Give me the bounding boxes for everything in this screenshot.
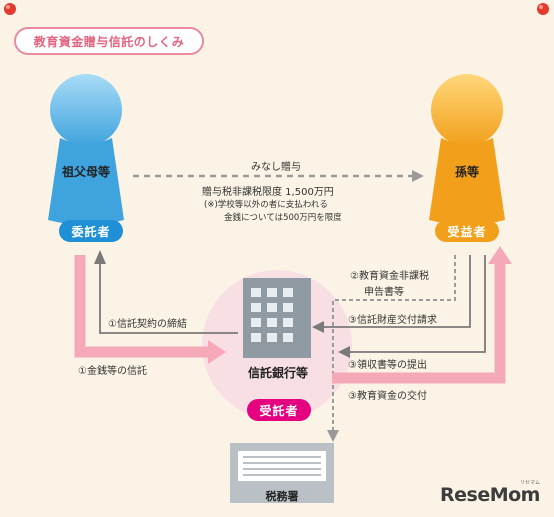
receipt-label: ③領収書等の提出 [348,360,427,371]
pin-left-icon [4,3,16,15]
gift-label: みなし贈与 [251,162,301,173]
declaration-label-2: 申告書等 [364,287,404,298]
pin-right-icon [537,3,549,15]
tax-office-name: 税務署 [265,490,299,503]
payment-request-label: ③信託財産交付請求 [348,315,437,326]
payment-request-arrow [312,255,471,333]
grandchild-figure-icon [429,74,505,225]
contract-arrow [94,250,238,334]
resemom-logo-ruby: リセマム [520,480,541,486]
gift-arrow [133,170,424,182]
declaration-label-1: ②教育資金非課税 [350,271,429,282]
grandparent-name: 祖父母等 [61,165,110,179]
receipt-arrow [338,255,486,358]
money-trust-label: ①金銭等の信託 [78,366,147,377]
contract-label: ①信託契約の締結 [108,319,187,330]
grandparent-figure-icon [48,74,124,225]
resemom-logo: ReseMom [440,484,540,506]
beneficiary-badge: 受益者 [435,220,499,242]
declaration-arrow [327,255,456,442]
grandchild-name: 孫等 [454,165,479,179]
tax-office-icon [230,443,334,503]
money-trust-arrow [74,255,226,364]
delivery-arrow [332,246,512,384]
page-title: 教育資金贈与信託のしくみ [14,27,204,55]
gift-note-1: (※)学校等以外の者に支払われる [204,200,328,210]
settlor-badge: 委託者 [59,220,123,242]
gift-note-2: 金銭については500万円を限度 [224,213,342,223]
gift-limit: 贈与税非課税限度 1,500万円 [202,187,334,198]
trustee-badge: 受託者 [247,399,311,421]
delivery-label: ③教育資金の交付 [348,391,427,402]
bank-building-icon [243,278,311,358]
bank-name: 信託銀行等 [247,366,308,380]
